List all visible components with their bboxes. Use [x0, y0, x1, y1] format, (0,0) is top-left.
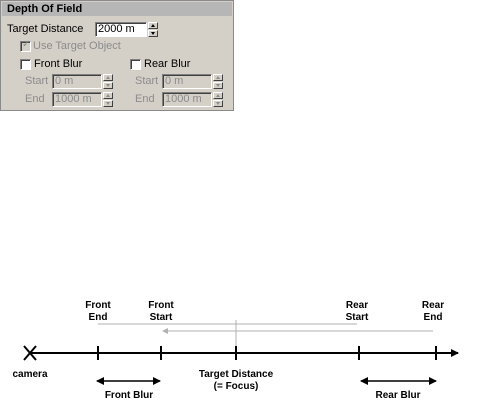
spin-down-icon[interactable]	[148, 30, 158, 37]
rear-start-label-line1: Rear	[346, 300, 368, 311]
rear-end-spinner[interactable]	[213, 92, 223, 107]
target-distance-label: Target Distance	[7, 23, 84, 35]
spin-down-icon[interactable]	[103, 100, 113, 107]
use-target-object-checkbox[interactable]: ✓	[20, 39, 31, 52]
rear-start-field[interactable]: 0 m	[162, 74, 212, 89]
camera-marker-icon	[23, 345, 37, 361]
front-end-field[interactable]: 1000 m	[52, 92, 102, 107]
target-distance-spinner[interactable]	[148, 22, 158, 37]
rear-start-label-line2: Start	[346, 312, 369, 323]
rear-blur-checkbox[interactable]	[130, 59, 141, 70]
front-start-label-line2: Start	[150, 312, 173, 323]
spin-up-icon[interactable]	[213, 92, 223, 99]
checkmark-icon: ✓	[22, 39, 31, 50]
front-blur-label: Front Blur	[34, 58, 83, 70]
front-start-label: Start	[25, 75, 49, 87]
target-distance-field[interactable]: 2000 m	[95, 22, 147, 37]
rear-blur-label: Rear Blur	[144, 58, 191, 70]
depth-of-field-panel: Depth Of Field Target Distance 2000 m ✓ …	[0, 0, 234, 111]
front-blur-checkbox[interactable]	[20, 59, 31, 70]
front-start-field[interactable]: 0 m	[52, 74, 102, 89]
rear-end-label-line1: Rear	[422, 300, 444, 311]
rear-end-label: End	[135, 93, 155, 105]
spin-up-icon[interactable]	[213, 74, 223, 81]
front-start-spinner[interactable]	[103, 74, 113, 89]
spin-up-icon[interactable]	[103, 74, 113, 81]
focus-label: (= Focus)	[214, 381, 259, 392]
rear-start-spinner[interactable]	[213, 74, 223, 89]
spin-up-icon[interactable]	[148, 22, 158, 29]
rear-end-field[interactable]: 1000 m	[162, 92, 212, 107]
target-distance-label: Target Distance	[199, 369, 274, 380]
panel-title: Depth Of Field	[2, 2, 232, 16]
front-start-label-line1: Front	[148, 300, 174, 311]
rear-end-label-line2: End	[424, 312, 443, 323]
spin-up-icon[interactable]	[103, 92, 113, 99]
rear-start-label: Start	[135, 75, 159, 87]
front-end-spinner[interactable]	[103, 92, 113, 107]
camera-label: camera	[12, 369, 47, 380]
front-end-label-line1: Front	[85, 300, 111, 311]
front-blur-label: Front Blur	[105, 390, 153, 401]
front-end-label-line2: End	[89, 312, 108, 323]
use-target-object-label: Use Target Object	[33, 40, 121, 52]
rear-blur-label: Rear Blur	[375, 390, 420, 401]
spin-down-icon[interactable]	[103, 82, 113, 89]
spin-down-icon[interactable]	[213, 82, 223, 89]
spin-down-icon[interactable]	[213, 100, 223, 107]
front-end-label: End	[25, 93, 45, 105]
